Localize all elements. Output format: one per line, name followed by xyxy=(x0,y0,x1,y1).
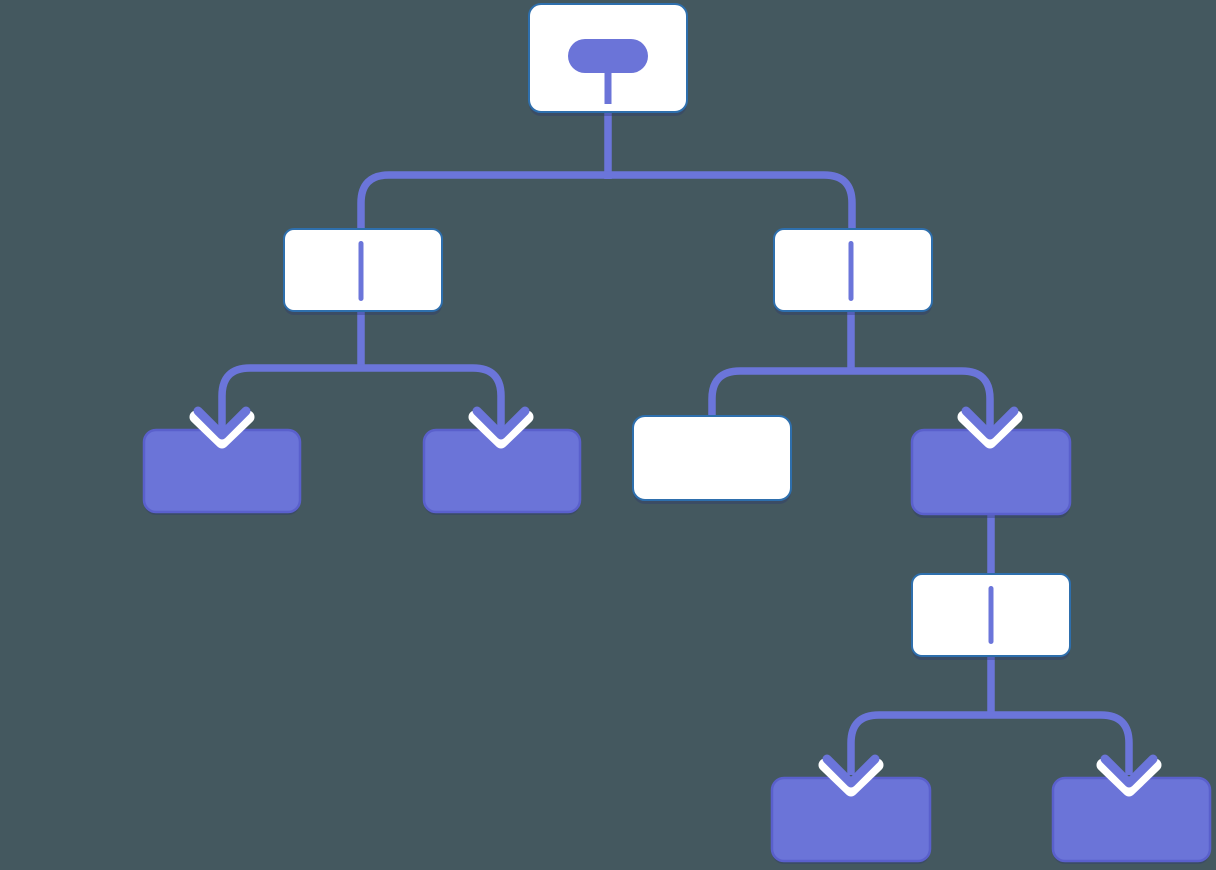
node-leaf-deep-2[interactable] xyxy=(1051,776,1212,864)
node-root[interactable] xyxy=(528,3,688,116)
edges xyxy=(218,113,1133,775)
drop-arrows xyxy=(189,406,1162,797)
node-leaf-right[interactable] xyxy=(910,428,1072,518)
node-leaf-left-1[interactable] xyxy=(142,428,302,515)
node-plain-body[interactable] xyxy=(632,415,792,501)
node-split-right[interactable] xyxy=(773,228,933,315)
chevron-double-down-icon xyxy=(468,406,534,449)
node-plain[interactable] xyxy=(632,415,792,504)
chevron-double-down-icon xyxy=(957,406,1023,449)
node-leaf-left-2[interactable] xyxy=(422,428,582,515)
split-line-icon xyxy=(988,586,994,644)
split-line-icon xyxy=(848,241,854,301)
chevron-double-down-icon xyxy=(189,406,255,449)
edge-split-right-children-rail xyxy=(708,367,994,431)
edge-split-left-children-rail xyxy=(218,364,505,433)
nodes xyxy=(142,3,1212,864)
node-split-deep[interactable] xyxy=(911,573,1071,660)
node-split-left[interactable] xyxy=(283,228,443,315)
node-leaf-deep-1[interactable] xyxy=(770,776,932,864)
edge-split-deep-children-rail xyxy=(847,711,1133,775)
edge-root-children-rail xyxy=(357,171,856,232)
chevron-double-down-icon xyxy=(818,754,884,797)
split-line-icon xyxy=(358,241,364,301)
pill-icon xyxy=(568,39,648,73)
chevron-double-down-icon xyxy=(1096,754,1162,797)
